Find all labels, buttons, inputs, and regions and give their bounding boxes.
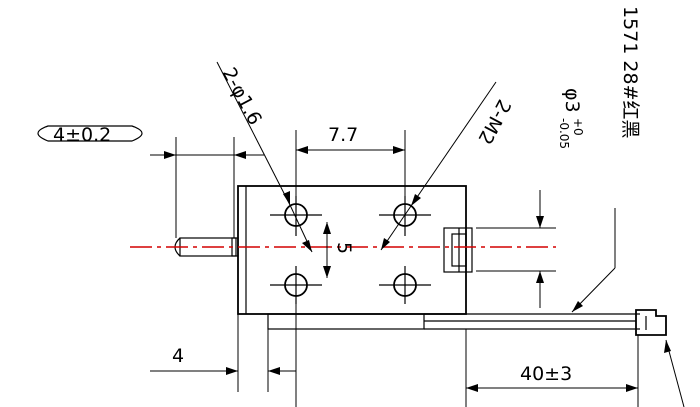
label-plunger-diameter: φ3 <box>561 88 583 113</box>
dim-plunger-diameter <box>476 190 556 308</box>
dim-wire-length <box>465 329 639 407</box>
label-wire-length: 40±3 <box>520 363 572 385</box>
plunger-cap <box>443 227 473 273</box>
dim-vertical-spacing <box>323 222 331 278</box>
label-bottom-offset: 4 <box>172 345 184 367</box>
leader-connector <box>664 339 685 407</box>
label-thread-spec: 2-M2 <box>473 96 515 148</box>
label-plunger-travel: 4±0.2 <box>53 124 111 146</box>
mount-hole-top-left <box>270 196 322 236</box>
lead-wire <box>424 313 640 330</box>
wire-connector <box>635 309 667 336</box>
label-hole-spacing: 7.7 <box>328 124 358 146</box>
label-diameter-tol-upper: +0 <box>571 118 585 136</box>
dim-bottom-offset <box>150 314 296 392</box>
label-wire-spec: 1571 28#红黑 <box>619 6 641 139</box>
label-hole-spec: 2-φ1.6 <box>218 64 266 129</box>
base-plate <box>267 313 425 330</box>
label-plunger-diameter-group: φ3 +0 -0.05 <box>557 88 585 149</box>
mount-hole-bottom-right <box>379 266 431 304</box>
dim-plunger-travel <box>150 137 264 238</box>
mount-hole-top-right <box>379 196 431 236</box>
dim-hole-spacing <box>296 146 405 154</box>
label-vertical-spacing: 5 <box>333 242 355 254</box>
callout-plunger-travel: 4±0.2 <box>37 124 143 146</box>
label-diameter-tol-lower: -0.05 <box>557 118 571 149</box>
leader-hole-spec <box>216 61 313 253</box>
hole-extension-lines <box>295 130 406 407</box>
mount-hole-bottom-left <box>270 266 322 304</box>
leader-thread-spec <box>380 81 497 251</box>
leader-wire-spec <box>571 208 616 313</box>
